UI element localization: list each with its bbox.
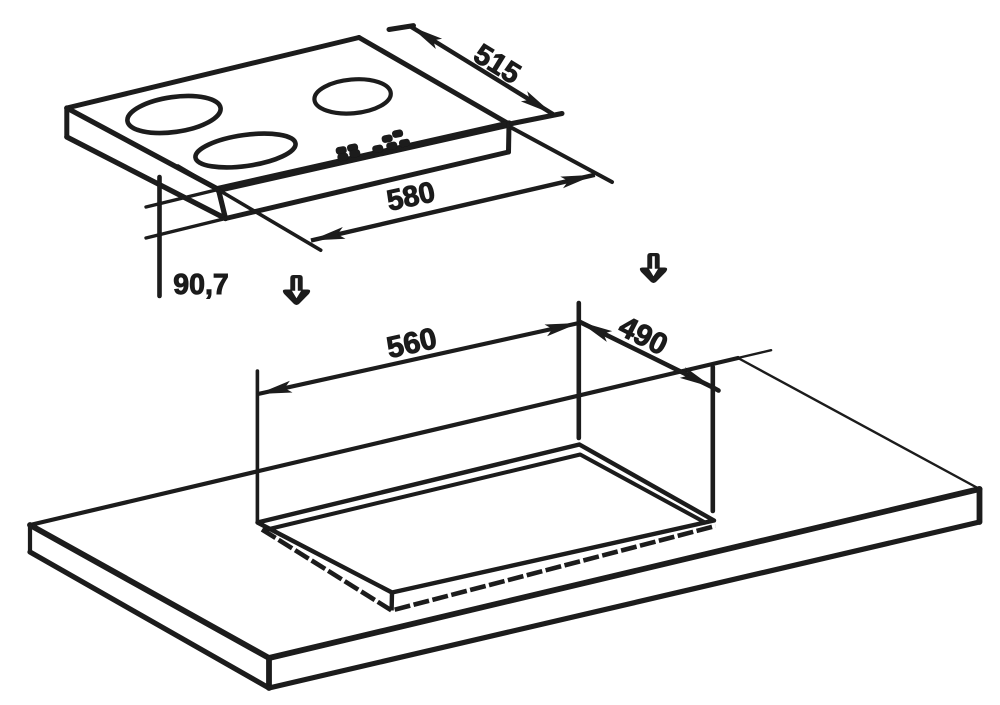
svg-text:90,7: 90,7 bbox=[173, 269, 228, 301]
